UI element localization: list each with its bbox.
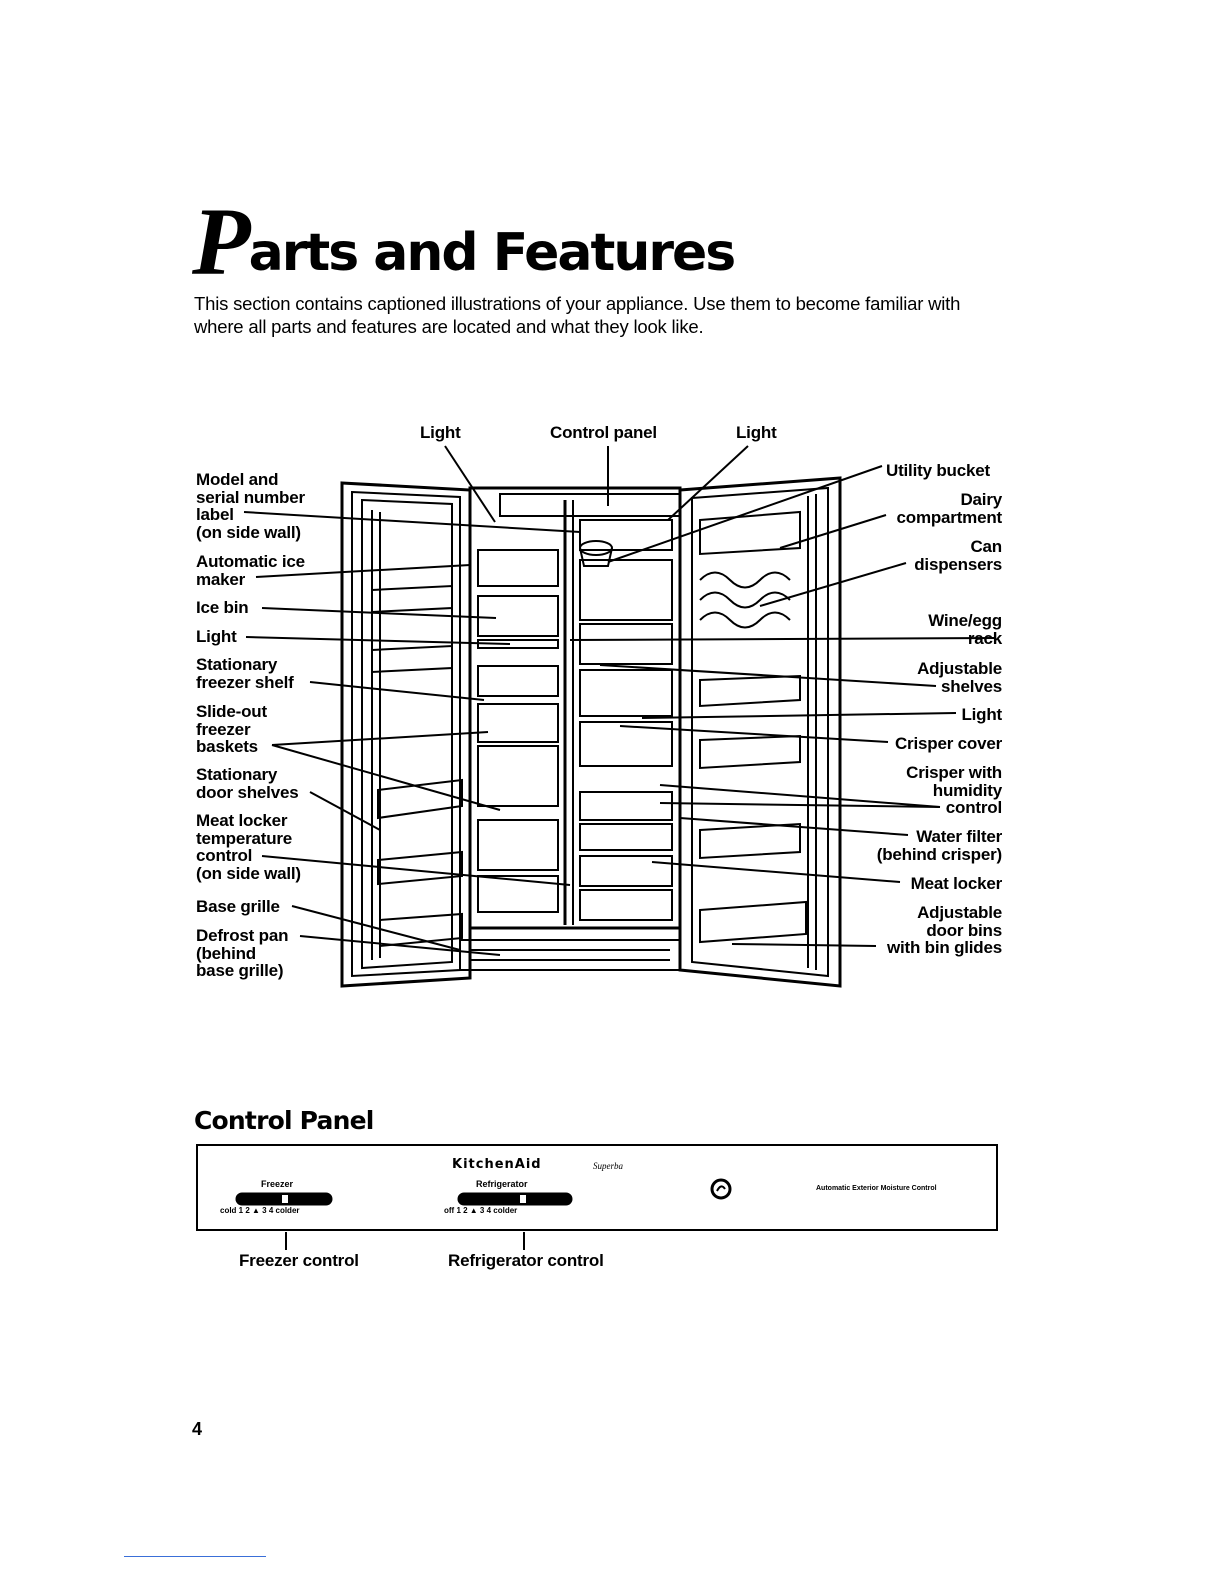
footer-rule — [124, 1556, 266, 1557]
freezer-control-caption: Freezer control — [239, 1252, 359, 1270]
refrigerator-control-caption: Refrigerator control — [448, 1252, 604, 1270]
page-number: 4 — [192, 1419, 202, 1440]
refrigerator-slider — [458, 1193, 572, 1205]
moisture-control-icon — [712, 1180, 730, 1198]
